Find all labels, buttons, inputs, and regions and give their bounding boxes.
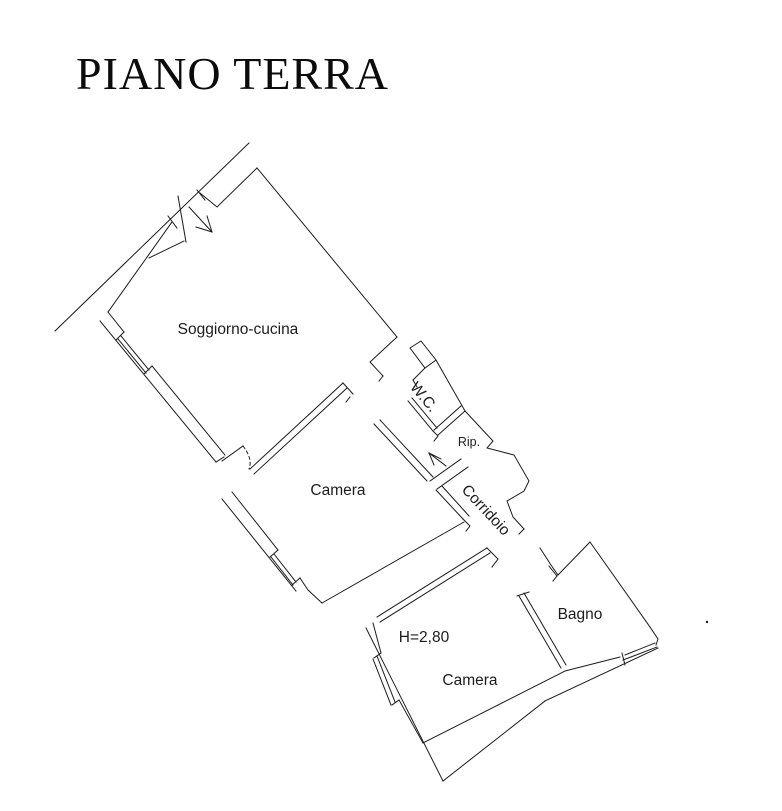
bagno-entry-walls [539,541,591,582]
room-labels: Soggiorno-cucina Camera W.C. Rip. Corrid… [178,321,603,689]
label-bagno: Bagno [558,606,603,623]
label-camera-1: Camera [310,482,366,499]
camera-bagno-divider [516,591,567,669]
stray-dot [705,620,709,624]
label-soggiorno-cucina: Soggiorno-cucina [178,321,299,338]
entrance-arrow [188,206,213,233]
page-title: PIANO TERRA [76,48,390,99]
soggiorno-walls [99,167,398,475]
label-ripostiglio: Rip. [458,435,480,449]
corridor-walls [373,419,471,532]
wc-rip-walls [407,340,530,535]
label-ceiling-height: H=2,80 [399,629,450,646]
boundary-wall [54,142,250,332]
entrance-walls [107,167,258,313]
label-wc: W.C. [406,379,441,416]
corridor-arrow [428,452,447,467]
camera1-walls [221,491,465,604]
camera2-walls [365,547,659,782]
bagno-walls [564,541,659,672]
label-camera-2: Camera [442,672,498,689]
